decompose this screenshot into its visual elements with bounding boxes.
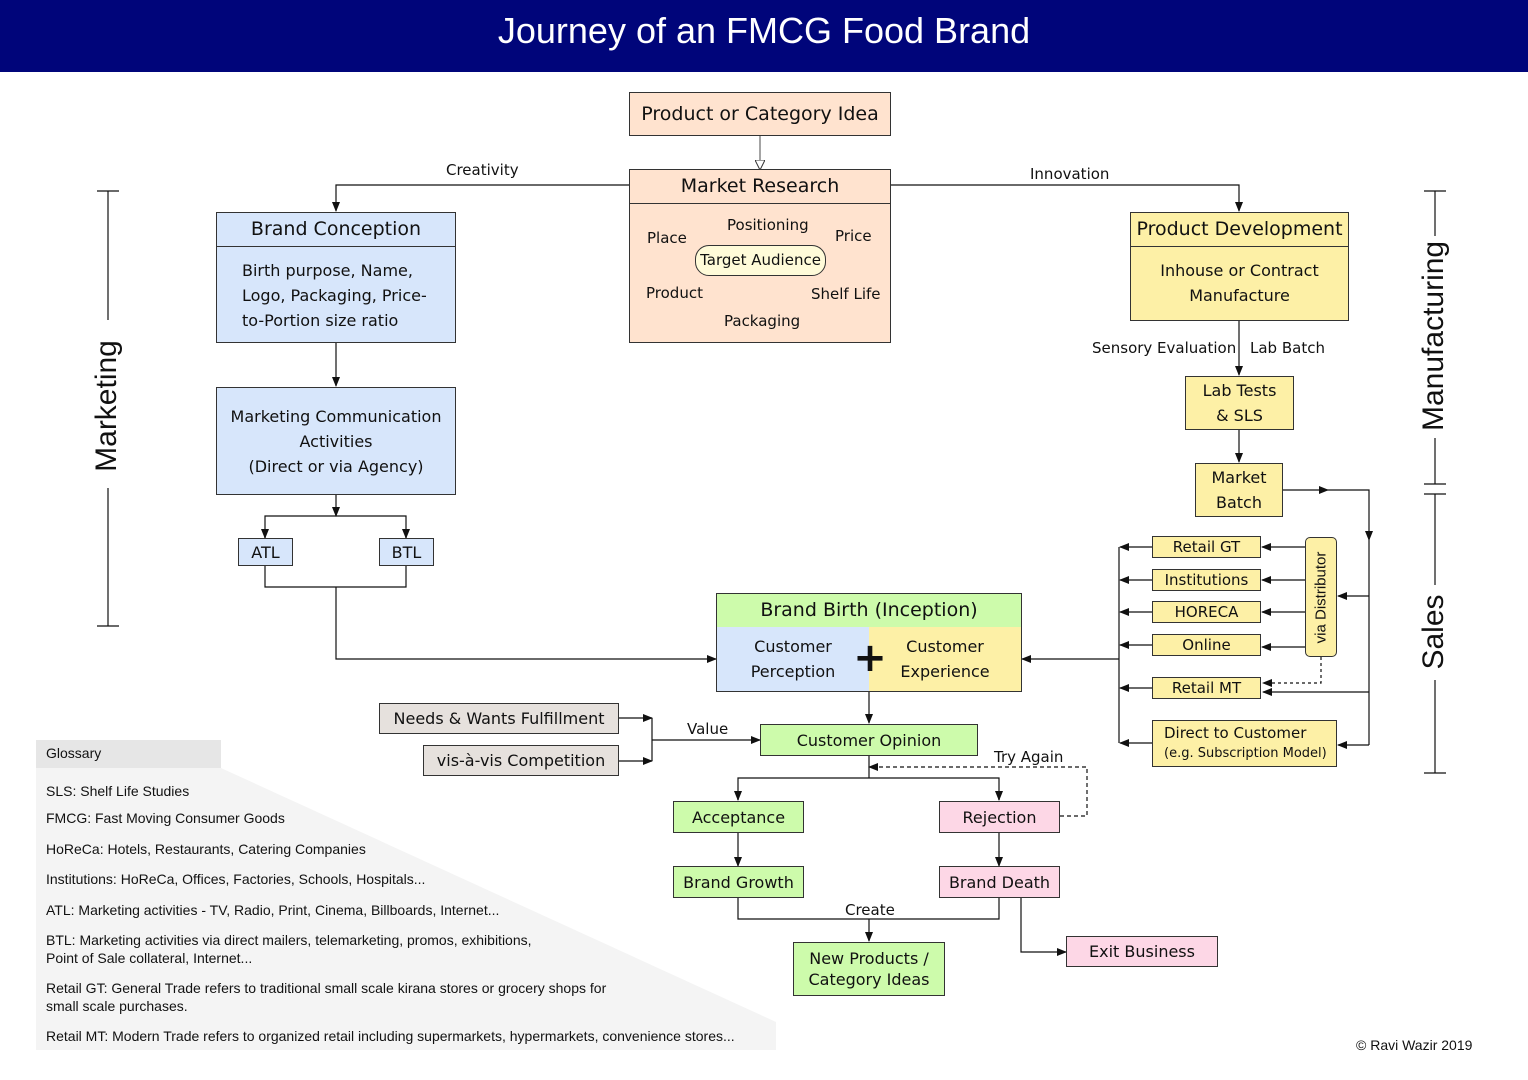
btl-box: BTL xyxy=(379,538,434,566)
brand-conception-line: to-Portion size ratio xyxy=(242,311,399,330)
channel-direct-to-customer: Direct to Customer (e.g. Subscription Mo… xyxy=(1152,720,1337,767)
customer-experience-cell: Customer Experience xyxy=(869,627,1021,691)
mr-target-audience: Target Audience xyxy=(695,245,826,276)
product-development-line: Inhouse or Contract xyxy=(1160,261,1319,280)
new-products-box: New Products / Category Ideas xyxy=(793,942,945,996)
brand-conception-line: Birth purpose, Name, xyxy=(242,261,413,280)
copyright: © Ravi Wazir 2019 xyxy=(1356,1037,1473,1053)
needs-wants-box: Needs & Wants Fulfillment xyxy=(379,703,619,734)
brand-conception-line: Logo, Packaging, Price- xyxy=(242,286,427,305)
market-batch-line: Market xyxy=(1211,468,1267,487)
title-bar xyxy=(0,0,1528,72)
marcom-line: (Direct or via Agency) xyxy=(248,456,424,476)
lab-tests-line: & SLS xyxy=(1216,406,1263,425)
new-products-line: New Products / xyxy=(809,949,929,968)
value-label: Value xyxy=(687,720,729,738)
via-distributor-label: via Distributor xyxy=(1312,551,1330,643)
glossary-item: SLS: Shelf Life Studies xyxy=(46,783,190,799)
market-batch-line: Batch xyxy=(1216,493,1262,512)
create-label: Create xyxy=(845,901,895,919)
acceptance-box: Acceptance xyxy=(673,801,804,833)
lab-tests-box: Lab Tests & SLS xyxy=(1185,376,1294,430)
sales-side-label: Sales xyxy=(1417,594,1450,670)
brand-birth-title: Brand Birth (Inception) xyxy=(717,594,1021,628)
mr-place: Place xyxy=(647,229,687,247)
marcom-line: Activities xyxy=(299,431,373,451)
mr-product: Product xyxy=(646,284,703,302)
creativity-label: Creativity xyxy=(446,161,519,179)
direct-line: (e.g. Subscription Model) xyxy=(1164,746,1327,761)
channel-institutions: Institutions xyxy=(1152,569,1261,591)
customer-opinion-box: Customer Opinion xyxy=(760,724,978,756)
innovation-label: Innovation xyxy=(1030,165,1110,183)
experience-line: Customer xyxy=(906,637,984,656)
via-distributor-box: via Distributor xyxy=(1305,537,1337,657)
exit-business-box: Exit Business xyxy=(1066,936,1218,967)
glossary-item: BTL: Marketing activities via direct mai… xyxy=(46,932,532,966)
product-development-title: Product Development xyxy=(1131,213,1348,247)
page-title: Journey of an FMCG Food Brand xyxy=(497,10,1031,51)
brand-conception-title: Brand Conception xyxy=(217,213,455,247)
sensory-evaluation-label: Sensory Evaluation xyxy=(1092,339,1237,357)
brand-birth-box: Brand Birth (Inception) Customer Percept… xyxy=(716,593,1022,692)
brand-growth-box: Brand Growth xyxy=(673,866,804,898)
glossary-item: ATL: Marketing activities - TV, Radio, P… xyxy=(46,902,500,918)
product-idea-box: Product or Category Idea xyxy=(629,92,891,136)
mr-packaging: Packaging xyxy=(724,312,801,330)
rejection-box: Rejection xyxy=(939,801,1060,833)
mr-shelf-life: Shelf Life xyxy=(811,285,881,303)
try-again-label: Try Again xyxy=(994,748,1064,766)
plus-icon: + xyxy=(853,635,887,681)
mr-positioning: Positioning xyxy=(727,216,809,234)
atl-box: ATL xyxy=(238,538,293,566)
glossary-item: Retail GT: General Trade refers to tradi… xyxy=(46,980,607,1014)
perception-line: Perception xyxy=(750,662,836,681)
product-development-line: Manufacture xyxy=(1189,286,1290,305)
brand-death-box: Brand Death xyxy=(939,866,1060,898)
mr-price: Price xyxy=(835,227,872,245)
glossary-item: Retail MT: Modern Trade refers to organi… xyxy=(46,1028,735,1044)
glossary-item: FMCG: Fast Moving Consumer Goods xyxy=(46,810,285,826)
perception-line: Customer xyxy=(754,637,832,656)
lab-tests-line: Lab Tests xyxy=(1202,381,1277,400)
channel-retail-gt: Retail GT xyxy=(1152,536,1261,558)
marketing-side-label: Marketing xyxy=(90,340,123,472)
experience-line: Experience xyxy=(900,662,990,681)
channel-online: Online xyxy=(1152,634,1261,656)
glossary-item: HoReCa: Hotels, Restaurants, Catering Co… xyxy=(46,841,366,857)
new-products-line: Category Ideas xyxy=(808,970,930,989)
brand-conception-box: Brand Conception Birth purpose, Name, Lo… xyxy=(216,212,456,343)
direct-line: Direct to Customer xyxy=(1164,724,1307,742)
market-research-title: Market Research xyxy=(630,170,890,204)
market-batch-box: Market Batch xyxy=(1195,463,1283,517)
competition-box: vis-à-vis Competition xyxy=(423,745,619,776)
glossary-title: Glossary xyxy=(36,740,221,768)
marcom-box: Marketing Communication Activities (Dire… xyxy=(216,387,456,495)
channel-retail-mt: Retail MT xyxy=(1152,677,1261,699)
product-development-box: Product Development Inhouse or Contract … xyxy=(1130,212,1349,321)
customer-perception-cell: Customer Perception xyxy=(717,627,869,691)
channel-horeca: HORECA xyxy=(1152,601,1261,623)
glossary-item: Institutions: HoReCa, Offices, Factories… xyxy=(46,871,426,887)
marcom-line: Marketing Communication xyxy=(230,406,442,426)
lab-batch-label: Lab Batch xyxy=(1250,339,1325,357)
manufacturing-side-label: Manufacturing xyxy=(1417,240,1450,431)
